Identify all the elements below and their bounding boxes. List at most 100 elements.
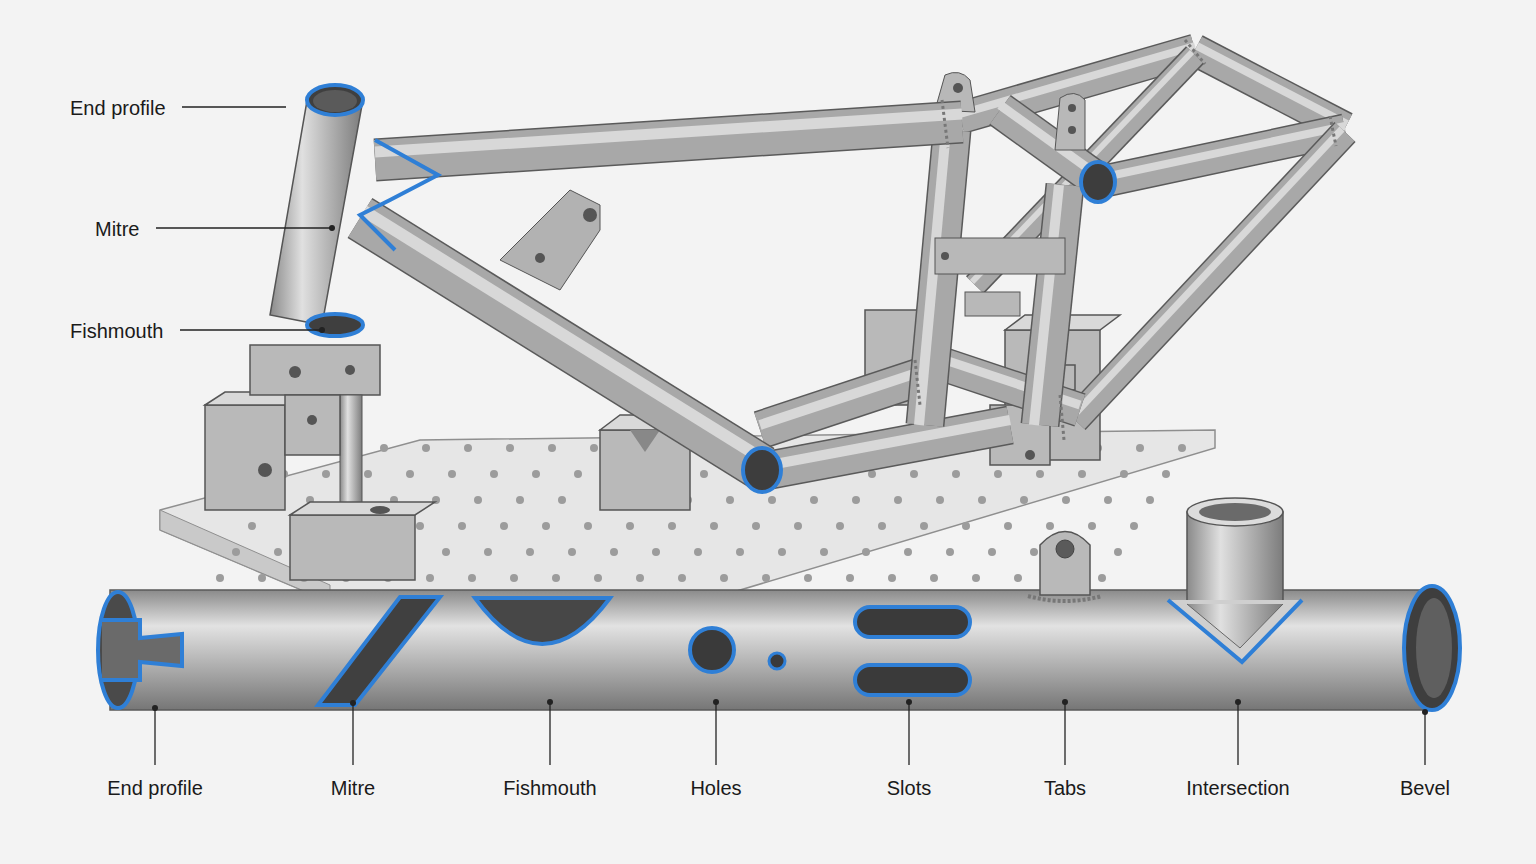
slot-part xyxy=(855,607,970,637)
leader-line-part xyxy=(154,708,155,765)
head-tube-part xyxy=(360,140,438,250)
plate-holes-part xyxy=(904,548,912,556)
plate-holes-part xyxy=(794,522,802,530)
fixture-block-part xyxy=(290,502,435,515)
frame-tube-part xyxy=(1034,185,1059,425)
plate-holes-part xyxy=(994,470,1002,478)
feature-tube xyxy=(98,586,1460,710)
leader-line-part xyxy=(156,227,332,228)
tab-part xyxy=(1040,532,1090,596)
plate-holes-part xyxy=(1114,548,1122,556)
plate-holes-part xyxy=(274,548,282,556)
frame-tab-part xyxy=(935,238,1065,274)
plate-holes-part xyxy=(1130,522,1138,530)
label-anchor: Mitre xyxy=(331,776,375,800)
fixture-block-part xyxy=(289,366,301,378)
label-anchor: End profile xyxy=(107,776,203,800)
plate-holes-part xyxy=(694,548,702,556)
weld-bead-part xyxy=(1330,116,1336,146)
hole-part xyxy=(769,653,785,669)
part-label: Fishmouth xyxy=(503,777,596,799)
leader-line-part xyxy=(180,329,322,330)
frame-tube-part xyxy=(1195,50,1345,128)
plate-holes-part xyxy=(542,522,550,530)
part-label: Holes xyxy=(690,777,741,799)
fixture-block-part xyxy=(630,430,660,452)
plate-holes-part xyxy=(720,574,728,582)
leader-line-part xyxy=(906,699,912,705)
label-anchor: Tabs xyxy=(1044,776,1086,800)
plate-holes-part xyxy=(862,548,870,556)
plate-holes-part xyxy=(626,522,634,530)
plate-holes-part xyxy=(1120,470,1128,478)
frame-tab-part xyxy=(1068,104,1076,112)
slot xyxy=(855,607,970,695)
tab-part xyxy=(1028,596,1102,601)
fishmouth-cut xyxy=(475,598,610,644)
plate-holes-part xyxy=(846,574,854,582)
leader-line xyxy=(152,107,1428,765)
intersection xyxy=(1168,498,1302,662)
plate-holes-part xyxy=(1030,548,1038,556)
plate-holes-part xyxy=(1162,470,1170,478)
plate-holes-part xyxy=(516,496,524,504)
plate-holes-part xyxy=(380,444,388,452)
tab xyxy=(1028,532,1102,602)
plate-holes-part xyxy=(852,496,860,504)
leader-line-part xyxy=(715,702,716,765)
leader-line-part xyxy=(1235,699,1241,705)
plate-holes-part xyxy=(1036,470,1044,478)
head-tube-part xyxy=(307,314,363,336)
label-anchor: Mitre xyxy=(95,217,139,241)
plate-holes-part xyxy=(322,470,330,478)
part-label: Bevel xyxy=(1400,777,1450,799)
leader-line-part xyxy=(1064,702,1065,765)
plate-holes-part xyxy=(552,574,560,582)
plate-holes-part xyxy=(426,574,434,582)
fixture-block-part xyxy=(205,405,285,510)
plate-holes-part xyxy=(894,496,902,504)
down-tube-end xyxy=(743,448,781,492)
fixture-block xyxy=(205,345,435,580)
plate-holes-part xyxy=(484,548,492,556)
plate-holes-part xyxy=(936,496,944,504)
weld-bead-part xyxy=(915,360,920,405)
plate-holes-part xyxy=(1136,444,1144,452)
plate-holes-part xyxy=(474,496,482,504)
plate-holes-part xyxy=(710,522,718,530)
frame-tab xyxy=(500,190,600,290)
plate-holes-part xyxy=(532,470,540,478)
plate-holes-part xyxy=(442,548,450,556)
fixture-block-part xyxy=(1025,450,1035,460)
plate-holes-part xyxy=(1020,496,1028,504)
head-tube-part xyxy=(313,90,357,112)
frame-tab-part xyxy=(500,190,600,290)
plate-holes-part xyxy=(1014,574,1022,582)
intersection-part xyxy=(1187,604,1283,648)
plate-holes-part xyxy=(216,574,224,582)
plate-holes-part xyxy=(510,574,518,582)
fixture-block-part xyxy=(250,345,380,395)
plate-holes-part xyxy=(1178,444,1186,452)
weld-bead xyxy=(915,40,1336,440)
frame-tab-part xyxy=(941,252,949,260)
plate-holes-part xyxy=(668,522,676,530)
plate-holes-part xyxy=(726,496,734,504)
part-label: End profile xyxy=(70,97,166,119)
label-anchor: End profile xyxy=(70,96,166,120)
plate-holes-part xyxy=(1088,522,1096,530)
label-anchor: Slots xyxy=(887,776,931,800)
plate-holes-part xyxy=(762,574,770,582)
plate-holes-part xyxy=(1046,522,1054,530)
fixture-block-part xyxy=(370,506,390,514)
plate-holes-part xyxy=(768,496,776,504)
plate-holes-part xyxy=(1098,574,1106,582)
frame-tab-part xyxy=(583,208,597,222)
plate-holes-part xyxy=(910,470,918,478)
fixture-block-part xyxy=(285,395,340,455)
plate-holes-part xyxy=(448,470,456,478)
hole xyxy=(690,628,785,672)
leader-line-part xyxy=(182,106,286,107)
